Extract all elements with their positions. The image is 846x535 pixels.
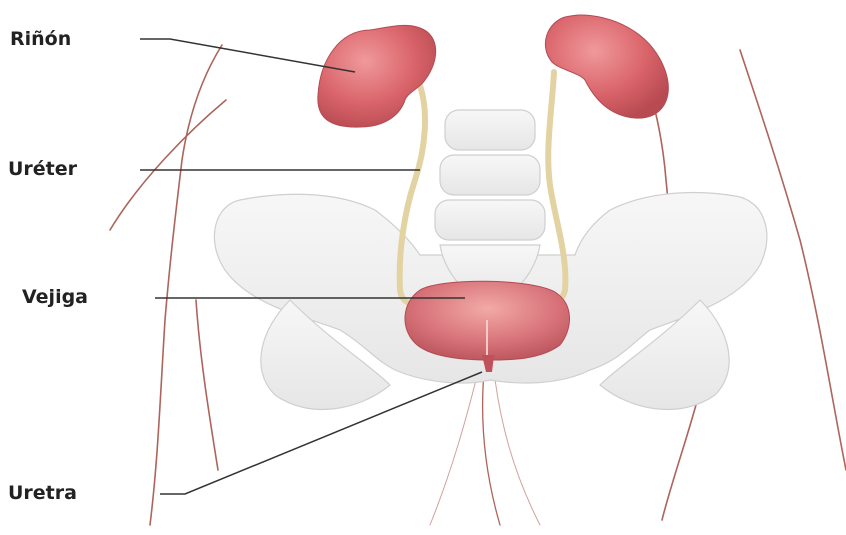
label-bladder: Vejiga (22, 288, 88, 307)
label-urethra: Uretra (8, 484, 77, 503)
right-kidney (545, 15, 668, 118)
leader-line-kidney (140, 39, 355, 72)
left-kidney (318, 25, 436, 127)
label-ureter: Uréter (8, 160, 77, 179)
label-kidney: Riñón (10, 30, 71, 49)
